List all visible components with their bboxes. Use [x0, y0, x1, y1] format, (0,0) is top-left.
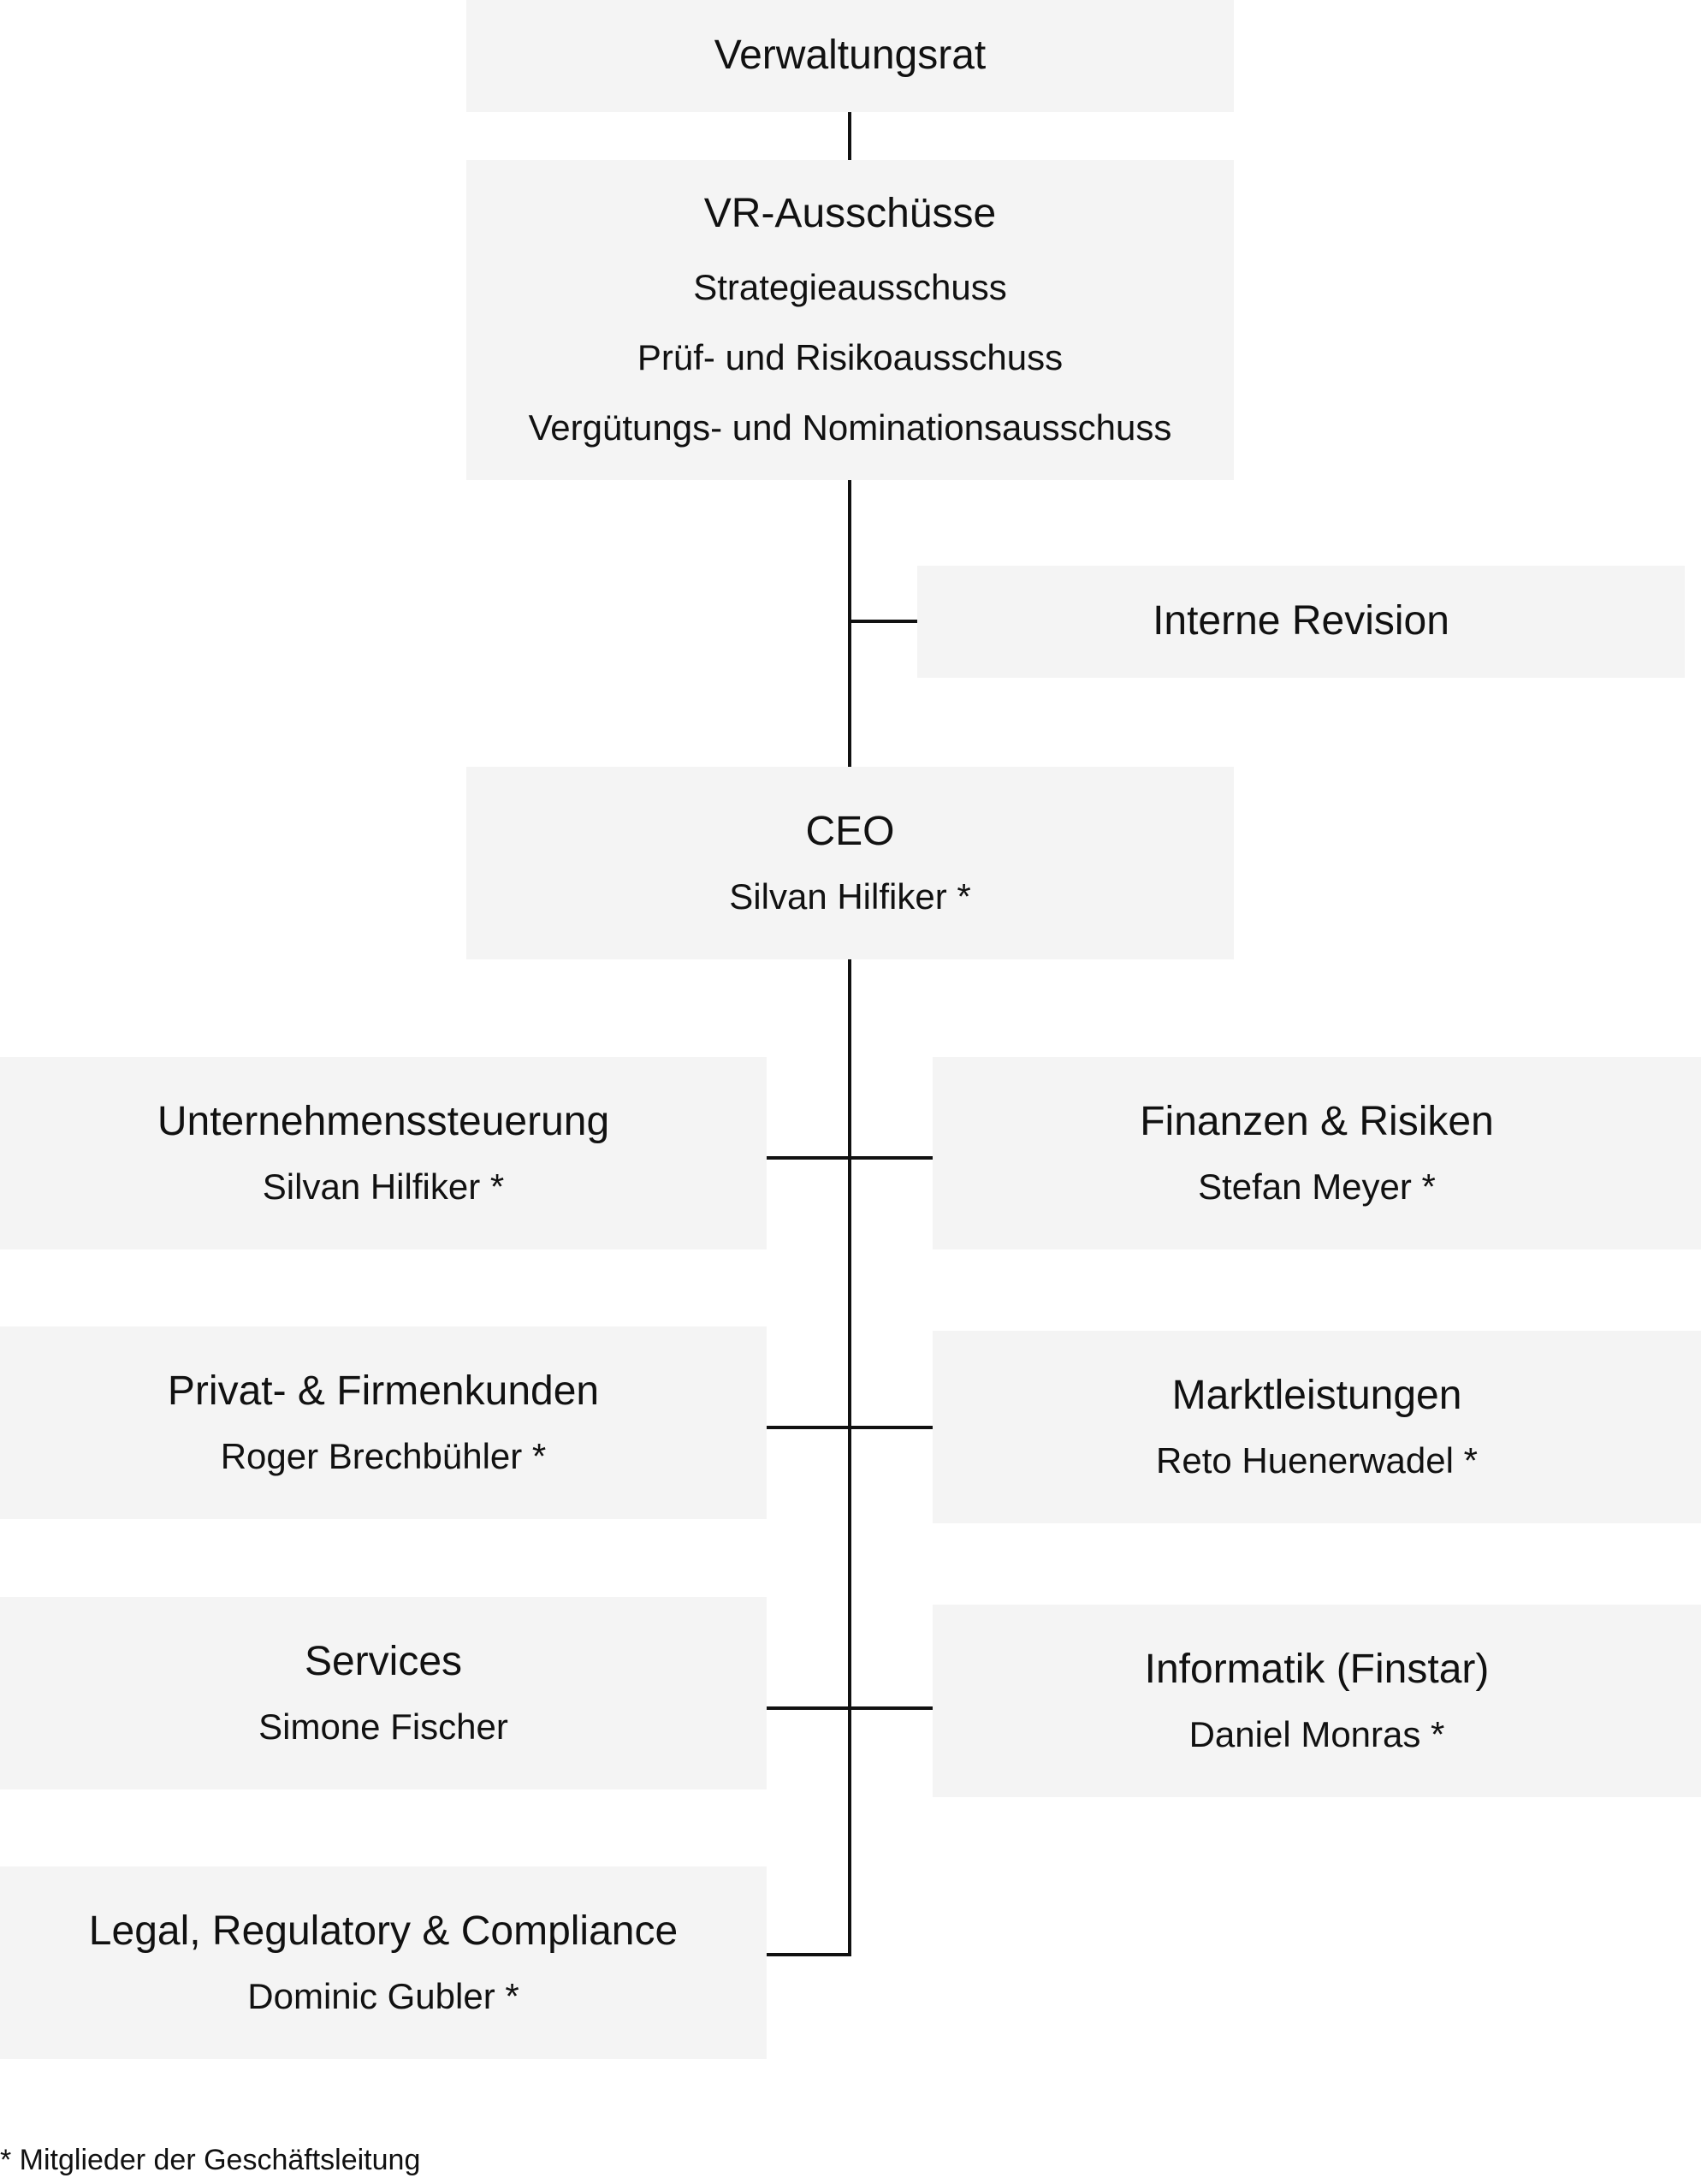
unit-head: Silvan Hilfiker *	[262, 1166, 505, 1207]
ausschuss-item: Vergütungs- und Nominationsausschuss	[528, 407, 1172, 448]
footnote: * Mitglieder der Geschäftsleitung	[0, 2144, 421, 2176]
unit-title: Marktleistungen	[1171, 1373, 1462, 1418]
unit-head: Simone Fischer	[258, 1706, 508, 1747]
unit-box-unternehmenssteuerung: Unternehmenssteuerung Silvan Hilfiker *	[0, 1057, 767, 1249]
ceo-box: CEO Silvan Hilfiker *	[466, 767, 1234, 959]
unit-head: Reto Huenerwadel *	[1156, 1439, 1478, 1481]
unit-head: Stefan Meyer *	[1198, 1166, 1436, 1207]
unit-title: Finanzen & Risiken	[1140, 1099, 1494, 1144]
unit-box-privat-firmenkunden: Privat- & Firmenkunden Roger Brechbühler…	[0, 1326, 767, 1519]
unit-head: Daniel Monras *	[1188, 1713, 1445, 1754]
unit-title: Legal, Regulatory & Compliance	[88, 1908, 679, 1954]
unit-box-marktleistungen: Marktleistungen Reto Huenerwadel *	[933, 1331, 1701, 1523]
connector-row3	[766, 1706, 933, 1710]
verwaltungsrat-title: Verwaltungsrat	[714, 33, 987, 79]
ceo-name: Silvan Hilfiker *	[729, 875, 971, 917]
ausschuss-item: Prüf- und Risikoausschuss	[637, 337, 1064, 378]
connector-row2	[766, 1426, 933, 1429]
ausschuss-item: Strategieausschuss	[693, 267, 1007, 308]
unit-title: Privat- & Firmenkunden	[167, 1368, 600, 1414]
revision-title: Interne Revision	[1153, 598, 1449, 644]
unit-head: Roger Brechbühler *	[220, 1435, 547, 1476]
connector-vr-ausschuesse	[848, 112, 851, 160]
unit-box-finanzen-risiken: Finanzen & Risiken Stefan Meyer *	[933, 1057, 1701, 1249]
ceo-title: CEO	[805, 809, 895, 854]
ausschuesse-title: VR-Ausschüsse	[703, 191, 997, 237]
unit-head: Dominic Gubler *	[247, 1975, 519, 2016]
revision-box: Interne Revision	[917, 566, 1685, 678]
unit-title: Services	[304, 1639, 463, 1684]
unit-title: Informatik (Finstar)	[1144, 1647, 1490, 1692]
verwaltungsrat-box: Verwaltungsrat	[466, 0, 1234, 112]
connector-row4	[766, 1953, 851, 1956]
connector-main-spine	[848, 479, 851, 1956]
unit-box-informatik: Informatik (Finstar) Daniel Monras *	[933, 1605, 1701, 1797]
unit-box-services: Services Simone Fischer	[0, 1597, 767, 1789]
ausschuesse-box: VR-Ausschüsse Strategieausschuss Prüf- u…	[466, 160, 1234, 480]
connector-revision	[848, 620, 917, 623]
unit-title: Unternehmenssteuerung	[157, 1099, 610, 1144]
unit-box-legal: Legal, Regulatory & Compliance Dominic G…	[0, 1866, 767, 2059]
connector-row1	[766, 1156, 933, 1160]
